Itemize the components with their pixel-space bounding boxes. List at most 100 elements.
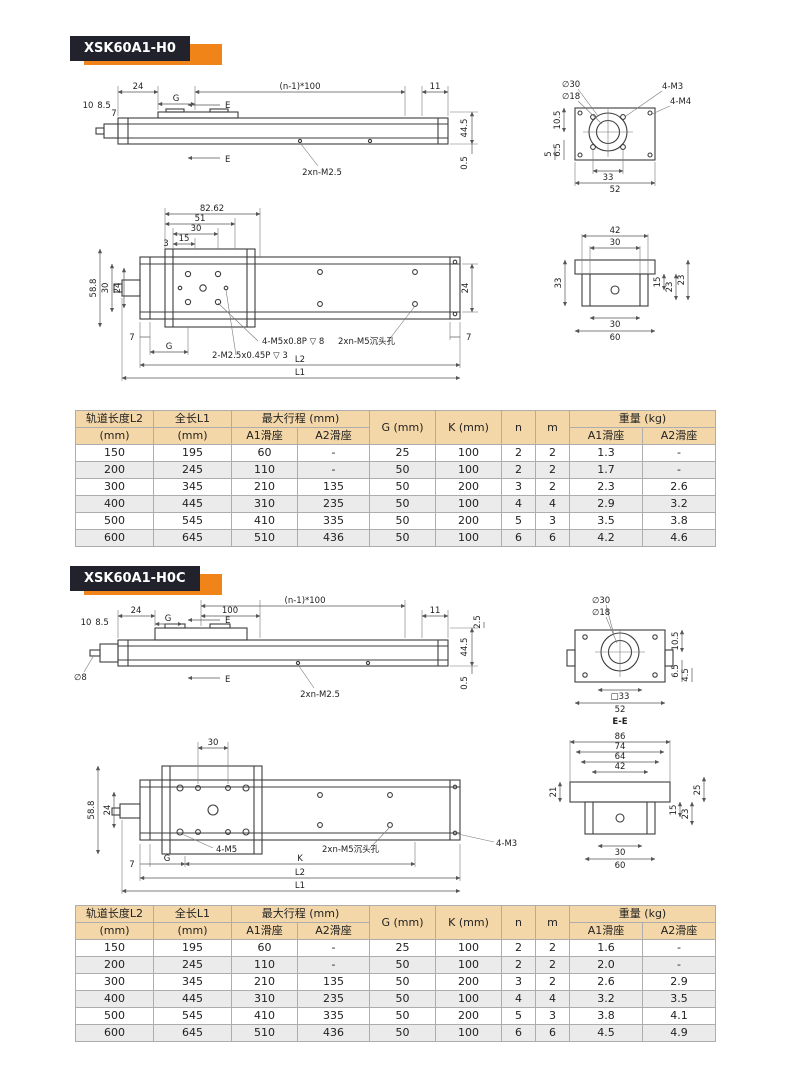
table-cell: 4.1: [642, 1007, 717, 1025]
h0-top-view-drawing: 82.62 51 30 15 3 58.8 30 24 7 G 7: [89, 204, 691, 381]
table-cell: 510: [231, 529, 298, 547]
table-cell: 300: [75, 973, 154, 991]
h0c-side-dimensions: (n-1)*100 100 24 G 11 10 8.5 2.5 E E ∅8 …: [74, 596, 485, 700]
dim-label: 30: [208, 738, 219, 748]
hole-callout: 2xn-M5沉头孔: [338, 336, 396, 347]
table-cell: 2: [535, 939, 571, 957]
dim-label: 7: [466, 333, 471, 343]
table-cell: 645: [153, 1024, 232, 1042]
table-cell: 50: [369, 973, 437, 991]
h0c-top-dimensions: 30 58.8 24 7 G K L2 L1 4-M5 2xn-M5沉头孔: [87, 738, 517, 894]
table-cell: 3.5: [569, 512, 644, 530]
table-cell: 200: [435, 478, 503, 496]
column-header: G (mm): [369, 905, 437, 940]
table-cell: 100: [435, 529, 503, 547]
table-cell: 50: [369, 1024, 437, 1042]
column-header: A2滑座: [296, 922, 371, 940]
table-cell: 200: [435, 973, 503, 991]
column-header: 全长L1: [153, 905, 232, 923]
table-cell: 2: [501, 939, 537, 957]
table-cell: 2: [535, 478, 571, 496]
column-header: K (mm): [435, 410, 503, 445]
table-cell: -: [642, 444, 717, 462]
table-cell: 510: [231, 1024, 298, 1042]
dim-label: 44.5: [460, 119, 470, 138]
table-cell: 445: [153, 495, 232, 513]
table-cell: 4.9: [642, 1024, 717, 1042]
table-cell: 3.5: [642, 990, 717, 1008]
dim-label: L2: [295, 355, 305, 365]
dim-label: 23: [677, 275, 687, 286]
table-cell: 50: [369, 990, 437, 1008]
spec-table-h0: 轨道长度L2 全长L1 最大行程 (mm) G (mm) K (mm) n m …: [75, 410, 717, 547]
dim-label: 5: [544, 151, 554, 156]
table-cell: 2.6: [642, 478, 717, 496]
table-cell: -: [296, 461, 371, 479]
column-header: G (mm): [369, 410, 437, 445]
hole-callout: ∅30: [592, 596, 610, 606]
column-header: A1滑座: [569, 427, 644, 445]
section-view-title: E-E: [612, 717, 627, 726]
dim-label: 11: [430, 606, 441, 616]
table-cell: 4: [501, 495, 537, 513]
column-header: A1滑座: [231, 427, 298, 445]
column-header: n: [501, 410, 537, 445]
table-cell: 4: [501, 990, 537, 1008]
dim-label: 23: [681, 809, 691, 820]
table-cell: 410: [231, 1007, 298, 1025]
carriage-cross-section: [569, 781, 671, 803]
table-cell: 5: [501, 1007, 537, 1025]
dim-label: 25: [693, 785, 703, 796]
table-cell: 6: [535, 529, 571, 547]
table-cell: 235: [296, 495, 371, 513]
table-cell: 4: [535, 495, 571, 513]
dim-label: 10: [83, 101, 94, 111]
table-cell: 600: [75, 529, 154, 547]
table-cell: 545: [153, 1007, 232, 1025]
column-header: m: [535, 410, 571, 445]
table-cell: 195: [153, 444, 232, 462]
dim-label: 24: [133, 82, 144, 92]
dim-label: 51: [195, 214, 206, 224]
dim-label: 58.8: [87, 801, 97, 820]
table-cell: 135: [296, 973, 371, 991]
dim-label: 0.5: [460, 156, 470, 170]
table-cell: 2.3: [569, 478, 644, 496]
dim-label: 64: [615, 752, 626, 762]
table-cell: 445: [153, 990, 232, 1008]
section-cut-label: E: [225, 616, 230, 626]
table-cell: 245: [153, 461, 232, 479]
hole-callout: ∅8: [74, 673, 87, 683]
h0c-section-geometry: [569, 781, 671, 835]
rail-cross-section: [584, 801, 656, 835]
table-cell: 436: [296, 529, 371, 547]
table-cell: 436: [296, 1024, 371, 1042]
h0c-section-dimensions: 86 74 64 42 21 15 23 25 30 60: [549, 732, 707, 871]
h0-end-dimensions: ∅30 ∅18 4-M3 4-M4 10.5 6.5 5 33 52: [544, 80, 691, 195]
hole-callout: 2xn-M2.5: [300, 690, 340, 700]
section-cut-label: E: [225, 101, 230, 111]
carriage: [164, 248, 256, 328]
table-cell: 545: [153, 512, 232, 530]
table-cell: -: [296, 939, 371, 957]
dim-label: 3: [163, 239, 168, 249]
dim-label: 8.5: [97, 101, 111, 111]
column-header: (mm): [153, 427, 232, 445]
dim-label: 15: [653, 277, 663, 288]
carriage: [154, 627, 248, 641]
table-cell: 50: [369, 956, 437, 974]
dim-label: 74: [615, 742, 626, 752]
h0c-end-dimensions: ∅30 ∅18 10.5 6.5 4.5 □33 52 E-E: [574, 596, 693, 726]
h0-top-dimensions: 82.62 51 30 15 3 58.8 30 24 7 G 7: [89, 204, 478, 381]
dim-label: 24: [113, 283, 123, 294]
column-header: 最大行程 (mm): [230, 905, 371, 923]
left-end-block: [99, 643, 119, 663]
dim-label: 58.8: [89, 279, 99, 298]
table-cell: 235: [296, 990, 371, 1008]
column-header: 重量 (kg): [569, 410, 717, 428]
section-h0c-title: XSK60A1-H0C: [70, 566, 200, 591]
